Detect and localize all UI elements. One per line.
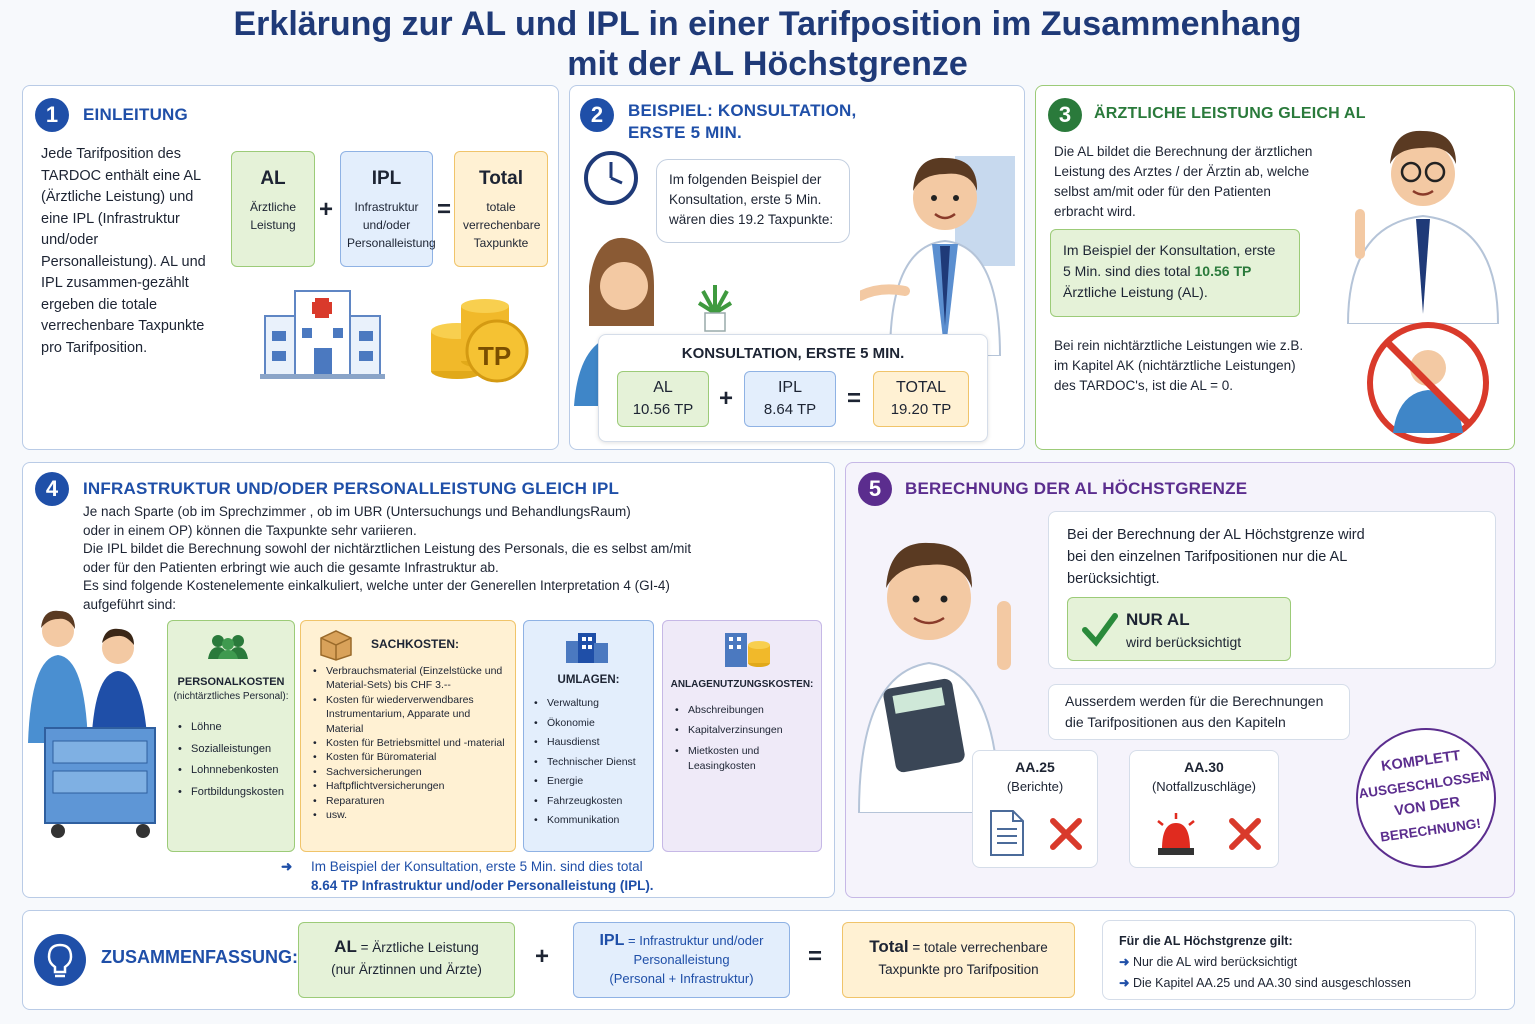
total-value-box: TOTAL 19.20 TP (873, 371, 969, 427)
document-icon (990, 810, 1024, 856)
al-example-box: Im Beispiel der Konsultation, erste 5 Mi… (1050, 229, 1300, 317)
personnel-list: Löhne Sozialleistungen Lohnnebenkosten F… (178, 717, 284, 803)
summary-total-box: Total = totale verrechenbare Taxpunkte p… (842, 922, 1075, 998)
plus-sign: + (719, 385, 734, 412)
panel-title: EINLEITUNG (83, 105, 188, 124)
lightbulb-icon (34, 934, 86, 986)
panel-title: BEISPIEL: KONSULTATION, ERSTE 5 MIN. (628, 101, 857, 142)
people-icon (208, 635, 248, 659)
cross-icon (1050, 818, 1082, 850)
step-number-3: 3 (1048, 98, 1082, 132)
non-medical-note: Bei rein nichtärztliche Leistungen wie z… (1054, 338, 1304, 393)
ipl-value-box: IPL 8.64 TP (744, 371, 836, 427)
summary-title: ZUSAMMENFASSUNG: (101, 947, 298, 967)
panel-infrastructure: 4 INFRASTRUKTUR UND/ODER PERSONALLEISTUN… (22, 462, 835, 898)
speech-bubble: Im folgenden Beispiel der Konsultation, … (656, 159, 850, 243)
consultation-card: KONSULTATION, ERSTE 5 MIN. AL 10.56 TP +… (598, 334, 988, 442)
panel-title: INFRASTRUKTUR UND/ODER PERSONALLEISTUNG … (83, 479, 620, 498)
al-description: Die AL bildet die Berechnung der ärztlic… (1054, 144, 1313, 219)
equals-sign: = (808, 943, 823, 970)
total-box: Total totale verrechenbare Taxpunkte (454, 151, 548, 267)
doctor-icon (1346, 130, 1500, 324)
arrow-icon: ➜ (281, 859, 293, 874)
panel-example: 2 BEISPIEL: KONSULTATION, ERSTE 5 MIN. I… (569, 85, 1025, 450)
doctor-icon (860, 156, 1015, 356)
intro-text: Jede Tarifposition des TARDOC enthält ei… (41, 146, 206, 356)
summary-ipl-box: IPL = Infrastruktur und/oder Personallei… (573, 922, 790, 998)
al-limit-card: Bei der Berechnung der AL Höchstgrenze w… (1048, 511, 1496, 669)
box-icon (320, 630, 352, 661)
plant-icon (697, 285, 733, 332)
allocations-list: Verwaltung Ökonomie Hausdienst Technisch… (534, 694, 636, 831)
arrow-icon: ➜ (1119, 955, 1133, 969)
material-list: Verbrauchsmaterial (Einzelstücke und Mat… (313, 664, 509, 823)
page-title: Erklärung zur AL und IPL in einer Tarifp… (233, 5, 1302, 83)
category-allocations: UMLAGEN: Verwaltung Ökonomie Hausdienst … (523, 620, 654, 852)
excluded-stamp: KOMPLETT AUSGESCHLOSSEN VON DER BERECHNU… (1346, 718, 1506, 878)
cross-icon (1229, 818, 1261, 850)
plus-sign: + (319, 196, 334, 223)
calculator-doctor-icon (857, 542, 1011, 813)
summary-bar: ZUSAMMENFASSUNG: AL = Ärztliche Leistung… (22, 910, 1515, 1010)
nurses-illustration (28, 610, 156, 838)
step-number-4: 4 (35, 472, 69, 506)
panel-introduction: 1 EINLEITUNG Jede Tarifposition des TARD… (22, 85, 559, 450)
alarm-light-icon (1157, 813, 1195, 855)
building-coins-icon (725, 633, 770, 667)
equals-sign: = (437, 196, 452, 223)
coins-icon (431, 299, 529, 383)
arrow-icon: ➜ (1119, 976, 1133, 990)
category-personnel: PERSONALKOSTEN (nichtärztliches Personal… (167, 620, 295, 852)
only-al-badge: NUR AL wird berücksichtigt (1067, 597, 1291, 661)
chapter-aa30-card: AA.30 (Notfallzuschläge) (1129, 750, 1279, 868)
no-nurse-icon (1367, 322, 1489, 444)
panel-al-limit: 5 BERECHNUNG DER AL HÖCHSTGRENZE Bei der… (845, 462, 1515, 898)
chapter-aa25-card: AA.25 (Berichte) (972, 750, 1098, 868)
ipl-box: IPL Infrastruktur und/oder Personalleist… (340, 151, 436, 267)
ipl-description: Je nach Sparte (ob im Sprechzimmer , ob … (83, 504, 692, 612)
building-icon (566, 633, 608, 663)
chapters-note: Ausserdem werden für die Berechnungen di… (1048, 684, 1350, 740)
panel-medical-service: 3 ÄRZTLICHE LEISTUNG GLEICH AL Die AL bi… (1035, 85, 1515, 450)
summary-al-box: AL = Ärztliche Leistung (nur Ärztinnen u… (298, 922, 515, 998)
al-value-box: AL 10.56 TP (617, 371, 709, 427)
category-asset-usage: ANLAGENUTZUNGSKOSTEN: Abschreibungen Kap… (662, 620, 822, 852)
clock-icon (584, 151, 638, 205)
asset-usage-list: Abschreibungen Kapitalverzinsungen Mietk… (675, 701, 815, 774)
equals-sign: = (847, 385, 862, 412)
coin-label: TP (478, 341, 512, 371)
ipl-example-note: ➜ Im Beispiel der Konsultation, erste 5 … (281, 859, 654, 893)
step-number-2: 2 (580, 98, 614, 132)
category-material: SACHKOSTEN: Verbrauchsmaterial (Einzelst… (300, 620, 516, 852)
step-number-5: 5 (858, 472, 892, 506)
hospital-icon (260, 290, 385, 379)
panel-title: ÄRZTLICHE LEISTUNG GLEICH AL (1094, 105, 1366, 122)
card-title: KONSULTATION, ERSTE 5 MIN. (681, 345, 905, 362)
al-box: AL Ärztliche Leistung (231, 151, 315, 267)
plus-sign: + (535, 943, 550, 970)
summary-rules: Für die AL Höchstgrenze gilt: ➜ Nur die … (1102, 920, 1476, 1000)
step-number-1: 1 (35, 98, 69, 132)
panel-title: BERECHNUNG DER AL HÖCHSTGRENZE (905, 479, 1248, 498)
check-icon (1082, 613, 1118, 647)
